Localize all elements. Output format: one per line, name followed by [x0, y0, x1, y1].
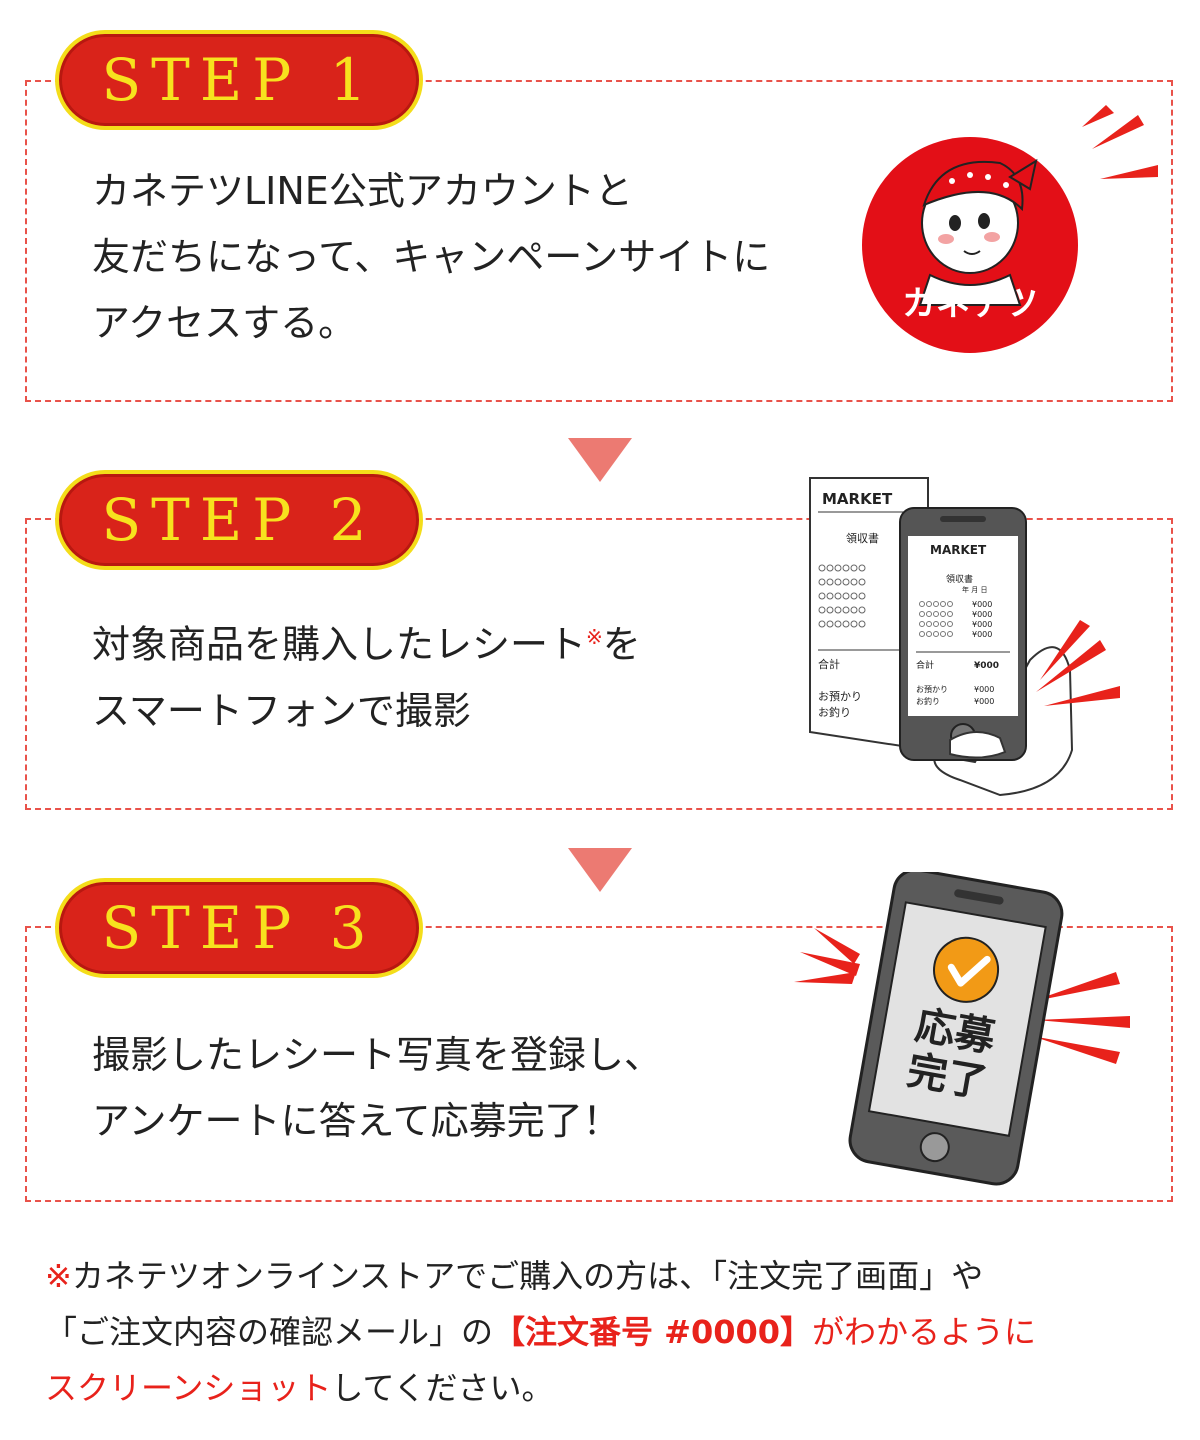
emphasis-lines-icon	[1082, 105, 1158, 179]
step3-description: 撮影したレシート写真を登録し、 アンケートに答えて応募完了！	[92, 1022, 662, 1154]
step1-line-2: 友だちになって、キャンペーンサイトに	[92, 235, 771, 279]
note-mark: ※	[45, 1257, 72, 1295]
note-text-2: 「ご注文内容の確認メール」の	[45, 1313, 494, 1351]
logo-text: カネテツ	[902, 284, 1038, 324]
emphasis-lines-icon	[794, 928, 1130, 1064]
step3-box	[25, 926, 1173, 1202]
note-order-number: 【注文番号 #0000】	[493, 1313, 813, 1351]
phone-change-value: ¥000	[974, 697, 994, 706]
step1-line-3: アクセスする。	[92, 301, 357, 345]
phone-icon: 応募 完了	[848, 872, 1064, 1186]
note-text-1: カネテツオンラインストアでご購入の方は、「注文完了画面」や	[71, 1257, 984, 1295]
phone-receipt-title: 領収書	[946, 573, 973, 585]
receipt-market: MARKET	[822, 490, 893, 508]
step1-box	[25, 80, 1173, 402]
step2-description: 対象商品を購入したレシート※を スマートフォンで撮影	[92, 604, 641, 744]
receipt-phone-illustration: MARKET 領収書 合計 お預かり お釣り MARKET 領収書 年 月 日	[809, 477, 1120, 797]
phone-total-value: ¥000	[974, 661, 999, 671]
step3-badge: STEP 3	[55, 878, 423, 978]
step1-line-1: カネテツLINE公式アカウントと	[92, 169, 633, 213]
note-text-3: がわかるように	[812, 1313, 1037, 1351]
arrow-down-icon-2	[568, 848, 632, 892]
step3-line-1: 撮影したレシート写真を登録し、	[92, 1033, 663, 1077]
receipt-change-label: お釣り	[818, 705, 851, 719]
phone-total-label: 合計	[916, 659, 934, 671]
checkmark-icon	[933, 936, 1000, 1003]
step2-line-1-main: 対象商品を購入したレシート	[92, 622, 587, 667]
note-screenshot: スクリーンショット	[45, 1369, 332, 1407]
receipt-total-label: 合計	[818, 657, 840, 671]
step3-line-2: アンケートに答えて応募完了！	[92, 1099, 621, 1143]
receipt-deposit-label: お預かり	[818, 690, 862, 703]
phone-icon: MARKET 領収書 年 月 日 ¥000 ¥000 ¥000 ¥000 合計 …	[899, 507, 1027, 761]
phone-deposit-label: お預かり	[916, 685, 948, 694]
step2-line-2: スマートフォンで撮影	[92, 688, 471, 733]
phone-price-3: ¥000	[972, 620, 992, 629]
step1-description: カネテツLINE公式アカウントと 友だちになって、キャンペーンサイトに アクセス…	[92, 158, 770, 356]
step2-box	[25, 518, 1173, 810]
step2-note-mark: ※	[586, 625, 603, 649]
step2-badge: STEP 2	[55, 470, 423, 570]
emphasis-lines-icon	[1036, 620, 1120, 706]
arrow-down-icon-1	[568, 438, 632, 482]
step2-label: STEP 2	[101, 486, 377, 554]
step2-line-1: 対象商品を購入したレシート※を	[92, 604, 641, 678]
kanetetsu-logo: カネテツ	[862, 105, 1158, 353]
phone-change-label: お釣り	[916, 696, 940, 706]
complete-phone-illustration: 応募 完了	[794, 872, 1130, 1186]
purchase-note: ※カネテツオンラインストアでご購入の方は、「注文完了画面」や 「ご注文内容の確認…	[45, 1248, 1165, 1416]
phone-price-1: ¥000	[972, 600, 992, 609]
note-text-4: してください。	[331, 1369, 554, 1407]
step3-label: STEP 3	[101, 894, 377, 962]
phone-deposit-value: ¥000	[974, 685, 994, 694]
receipt-title: 領収書	[846, 531, 879, 545]
phone-receipt-market: MARKET	[930, 543, 987, 557]
step1-badge: STEP 1	[55, 30, 423, 130]
phone-receipt-date: 年 月 日	[962, 585, 987, 594]
step2-line-1-tail: を	[602, 622, 641, 667]
step1-label: STEP 1	[101, 46, 377, 114]
phone-price-4: ¥000	[972, 630, 992, 639]
phone-price-2: ¥000	[972, 610, 992, 619]
